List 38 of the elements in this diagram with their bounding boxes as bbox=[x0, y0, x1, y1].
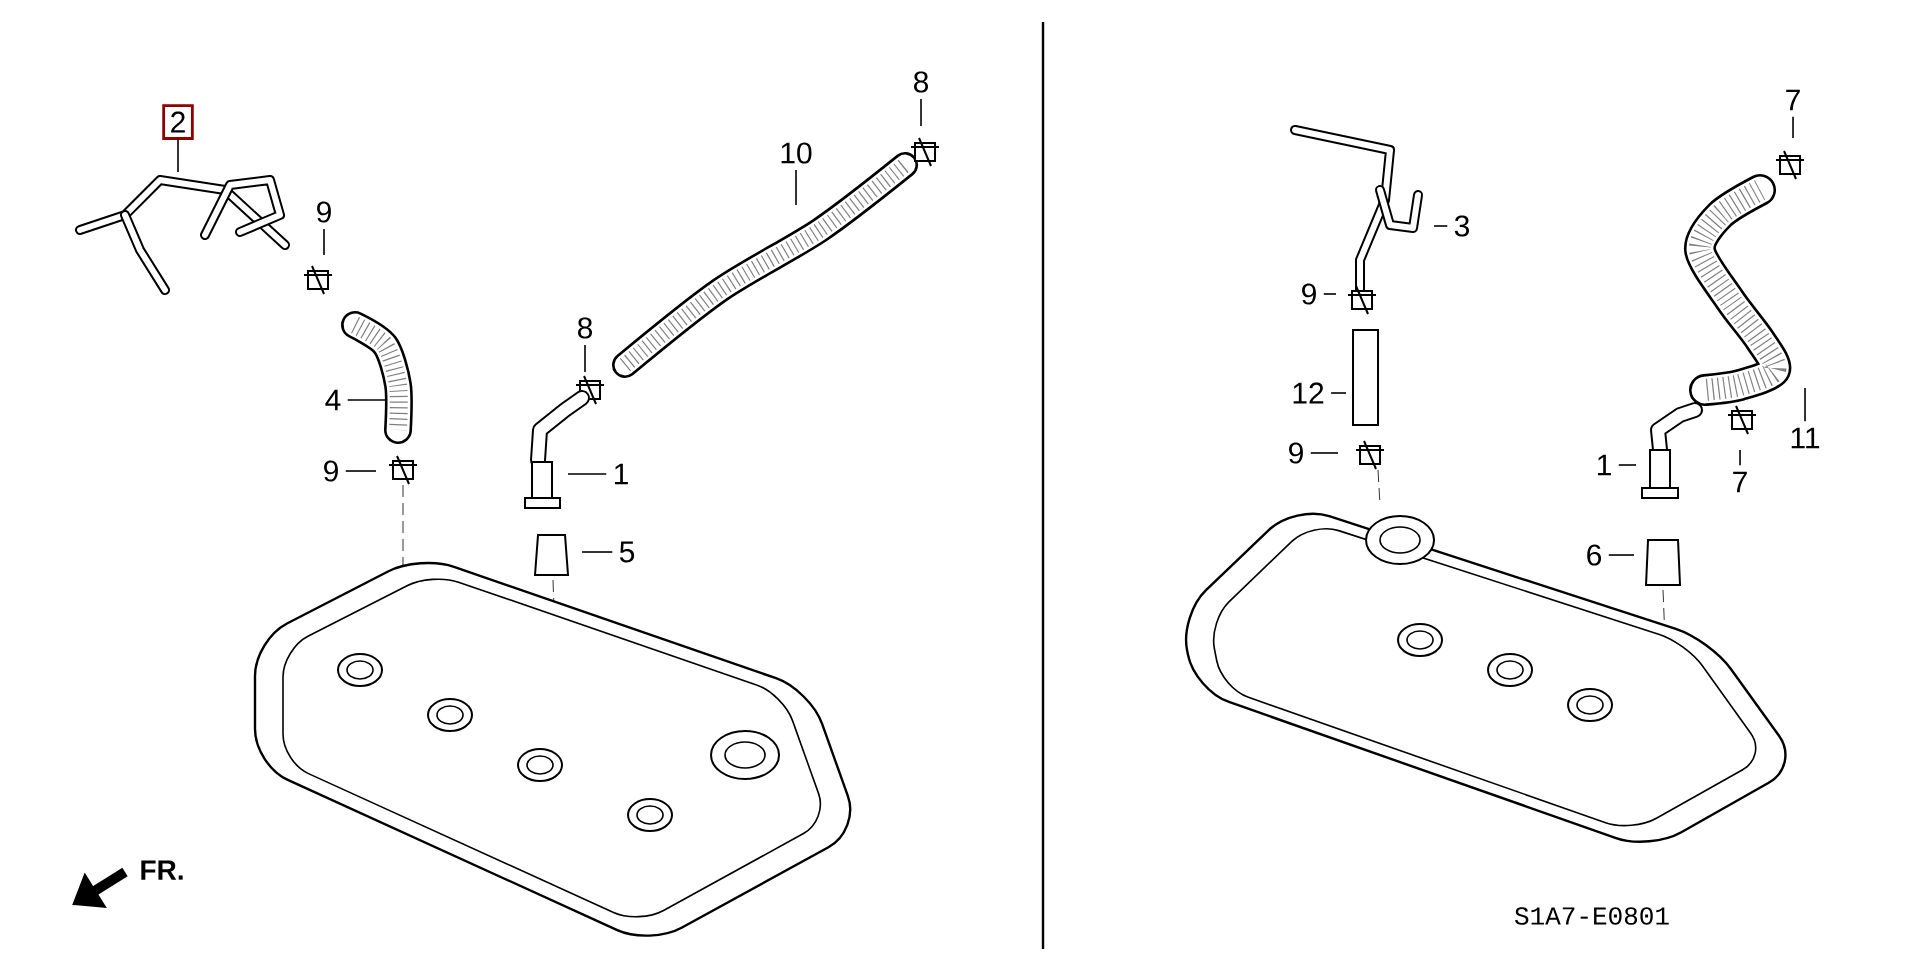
leader-line bbox=[1617, 464, 1637, 466]
callout-number: 9 bbox=[1302, 283, 1316, 305]
callout-number: 9 bbox=[324, 460, 338, 482]
callout-number: 1 bbox=[614, 463, 628, 485]
callout-number: 12 bbox=[1293, 382, 1324, 404]
leader-line bbox=[1433, 225, 1449, 227]
leader-line bbox=[584, 344, 586, 373]
callout-number: 3 bbox=[1454, 215, 1470, 237]
leader-line bbox=[567, 473, 608, 475]
part-code: S1A7-E0801 bbox=[1515, 907, 1669, 925]
leader-line bbox=[1607, 554, 1635, 556]
direction-label: FR. bbox=[141, 860, 183, 880]
callout-number: 2 bbox=[162, 104, 194, 140]
callout-number: 7 bbox=[1786, 89, 1800, 111]
leader-line bbox=[323, 228, 325, 256]
leader-line bbox=[1322, 293, 1337, 295]
callout-number: 1 bbox=[1597, 454, 1611, 476]
leader-line bbox=[344, 470, 377, 472]
callout-number: 6 bbox=[1587, 544, 1602, 566]
leader-line bbox=[920, 98, 922, 127]
callout-number: 10 bbox=[781, 142, 812, 164]
leader-line bbox=[1804, 387, 1806, 423]
leader-line bbox=[1330, 392, 1347, 394]
leader-line bbox=[177, 139, 179, 173]
callout-number: 11 bbox=[1791, 427, 1820, 449]
callout-number: 9 bbox=[317, 201, 331, 223]
leader-line bbox=[1792, 115, 1794, 139]
leader-line bbox=[1739, 449, 1741, 467]
callout-number: 9 bbox=[1289, 442, 1303, 464]
leader-line bbox=[1309, 452, 1339, 454]
callout-number: 4 bbox=[325, 389, 341, 411]
leader-line bbox=[581, 551, 614, 553]
leader-line bbox=[795, 169, 797, 206]
callout-number: 5 bbox=[619, 541, 635, 563]
callout-number: 7 bbox=[1733, 471, 1747, 493]
callout-number: 8 bbox=[914, 71, 929, 93]
callout-number: 8 bbox=[578, 317, 593, 339]
leader-line bbox=[346, 399, 386, 401]
